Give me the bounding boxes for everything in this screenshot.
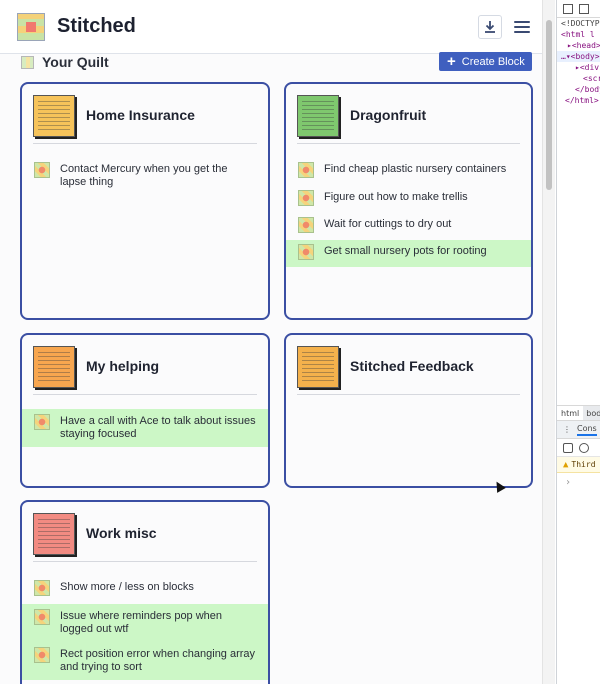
console-tab-label: Cons (577, 424, 597, 436)
block-thumbnail[interactable] (297, 346, 339, 388)
task-text: Contact Mercury when you get the lapse t… (60, 163, 228, 188)
dom-line[interactable]: ▸<head> (567, 41, 600, 50)
block-thumbnail[interactable] (33, 513, 75, 555)
task-text: Find cheap plastic nursery containers (324, 163, 507, 175)
stitched-logo[interactable] (17, 13, 45, 41)
dom-line[interactable]: …▾<body> (557, 51, 600, 62)
task-item[interactable]: Contact Mercury when you get the lapse t… (22, 158, 268, 194)
task-text: Issue where reminders pop when logged ou… (60, 610, 223, 635)
dom-line[interactable]: </body (575, 85, 600, 94)
quilt-title: Your Quilt (42, 54, 109, 70)
task-item[interactable]: Figure out how to make trellis (286, 186, 531, 213)
task-item[interactable]: Get small nursery pots for rooting (286, 240, 531, 267)
download-button[interactable] (478, 15, 502, 39)
warning-icon: ▲ (563, 459, 569, 470)
sidebar-toggle-icon[interactable] (563, 442, 573, 453)
dom-line[interactable]: </html> (565, 96, 599, 105)
divider (33, 143, 257, 144)
quilt-bar: Your Quilt + Create Block (0, 52, 542, 78)
block-title: Stitched Feedback (350, 358, 474, 374)
block-stitched-feedback[interactable]: Stitched Feedback (284, 333, 533, 488)
create-block-button[interactable]: + Create Block (439, 52, 532, 71)
task-patch-icon[interactable] (34, 162, 50, 178)
task-text: Figure out how to make trellis (324, 191, 468, 203)
dom-line[interactable]: ▸<div (575, 63, 600, 72)
block-thumbnail[interactable] (297, 95, 339, 137)
task-patch-icon[interactable] (298, 162, 314, 178)
task-patch-icon[interactable] (298, 244, 314, 260)
dom-line[interactable]: <!DOCTYPE (561, 19, 600, 28)
warning-text: Third (571, 460, 596, 469)
block-thumbnail[interactable] (33, 95, 75, 137)
divider (33, 561, 257, 562)
clear-console-icon[interactable] (579, 442, 589, 453)
app-title: Stitched (57, 15, 136, 37)
crumb-body[interactable]: bod (583, 406, 600, 420)
task-patch-icon[interactable] (34, 414, 50, 430)
block-my-helping[interactable]: My helping Have a call with Ace to talk … (20, 333, 270, 488)
block-title: My helping (86, 358, 160, 374)
menu-icon[interactable] (514, 19, 530, 35)
devtools-toolbar (557, 0, 600, 18)
app-header: Stitched (0, 0, 542, 54)
task-item[interactable]: Issue where reminders pop when logged ou… (22, 604, 268, 642)
console-toolbar (557, 439, 600, 457)
console-prompt[interactable]: › (565, 477, 572, 488)
block-title: Work misc (86, 525, 157, 541)
console-tab[interactable]: ⋮ Cons (557, 421, 600, 439)
plus-icon: + (447, 53, 456, 70)
block-work-misc[interactable]: Work misc Show more / less on blocks Iss… (20, 500, 270, 684)
task-patch-icon[interactable] (34, 580, 50, 596)
task-text: Rect position error when changing array … (60, 648, 256, 673)
divider (33, 394, 257, 395)
device-toggle-icon[interactable] (579, 3, 589, 14)
app-viewport: Stitched Your Quilt + Create Block Home … (0, 0, 542, 684)
task-item[interactable]: Find cheap plastic nursery containers (286, 158, 531, 185)
block-dragonfruit[interactable]: Dragonfruit Find cheap plastic nursery c… (284, 82, 533, 320)
scrollbar-thumb[interactable] (546, 20, 552, 190)
task-list: Have a call with Ace to talk about issue… (22, 409, 268, 447)
breadcrumb: html bod (557, 405, 600, 421)
create-block-label: Create Block (461, 55, 525, 68)
task-item[interactable]: Wait for cuttings to dry out (286, 213, 531, 240)
task-list: Find cheap plastic nursery containers Fi… (286, 158, 531, 267)
divider (297, 143, 520, 144)
devtools-panel: <!DOCTYPE <html l ▸<head> …▾<body> ▸<div… (556, 0, 600, 684)
task-item[interactable]: Show more / less on blocks (22, 576, 268, 603)
crumb-html[interactable]: html (561, 408, 580, 418)
divider (297, 394, 520, 395)
task-text: Have a call with Ace to talk about issue… (60, 415, 256, 440)
task-patch-icon[interactable] (298, 190, 314, 206)
dom-line[interactable]: <html l (561, 30, 595, 39)
download-icon (485, 21, 495, 33)
task-item[interactable]: Have a call with Ace to talk about issue… (22, 409, 268, 447)
task-item[interactable]: Rect position error when changing array … (22, 642, 268, 680)
task-text: Show more / less on blocks (60, 581, 194, 593)
task-patch-icon[interactable] (34, 647, 50, 663)
task-text: Wait for cuttings to dry out (324, 218, 452, 230)
block-title: Home Insurance (86, 107, 195, 123)
inspect-icon[interactable] (563, 3, 573, 14)
task-list: Contact Mercury when you get the lapse t… (22, 158, 268, 194)
quilt-icon (21, 56, 34, 69)
more-icon[interactable]: ⋮ (563, 425, 571, 434)
task-list: Show more / less on blocks Issue where r… (22, 576, 268, 680)
devtools-lower: html bod ⋮ Cons ▲ Third › (557, 405, 600, 488)
block-home-insurance[interactable]: Home Insurance Contact Mercury when you … (20, 82, 270, 320)
dom-line[interactable]: <scr (583, 74, 600, 83)
task-patch-icon[interactable] (34, 609, 50, 625)
task-text: Get small nursery pots for rooting (324, 245, 487, 257)
console-warning[interactable]: ▲ Third (557, 457, 600, 473)
block-thumbnail[interactable] (33, 346, 75, 388)
block-title: Dragonfruit (350, 107, 427, 123)
page-scrollbar[interactable] (542, 0, 555, 684)
task-patch-icon[interactable] (298, 217, 314, 233)
